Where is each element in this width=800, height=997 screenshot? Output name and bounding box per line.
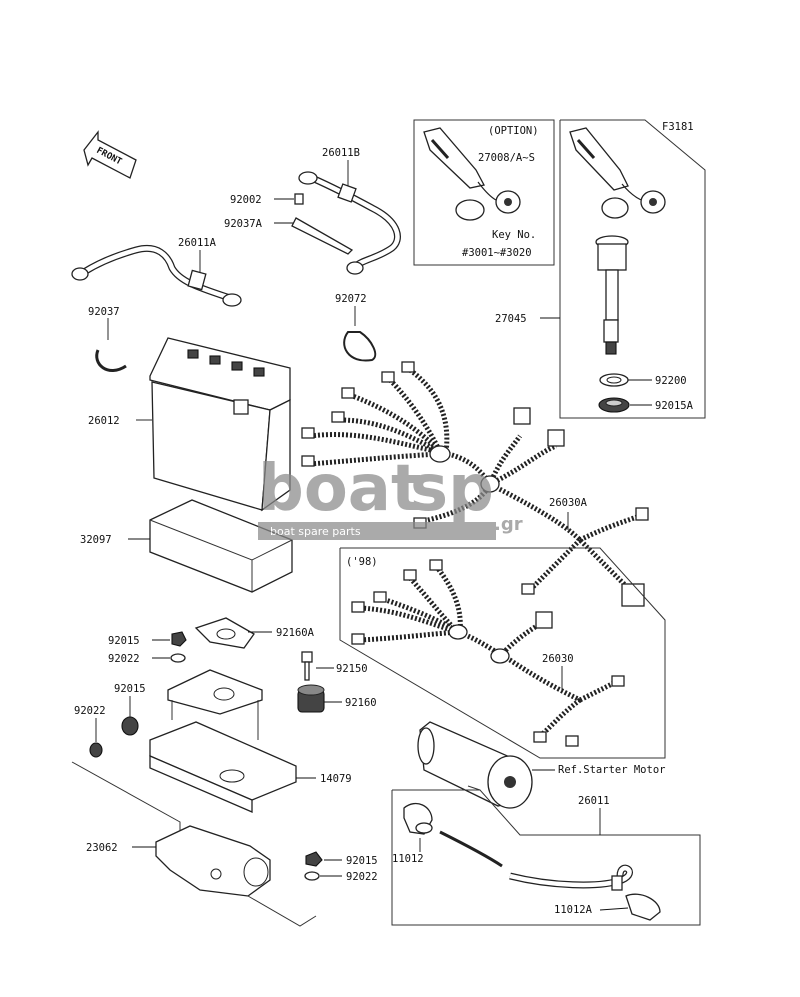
watermark-tagline: boat spare parts [270, 525, 361, 538]
battery-cable-26011A: 26011A [71, 237, 242, 307]
label-92160: 92160 [345, 697, 377, 709]
label-92072: 92072 [335, 293, 367, 305]
wiring-harness-98-box: ('98) 26030 [339, 547, 666, 759]
label-92015a: 92015 [108, 635, 140, 647]
lanyard-key-icon [569, 127, 629, 191]
watermark-domain: .gr [494, 514, 523, 535]
starter-motor-ref: Ref.Starter Motor [417, 721, 665, 809]
label-11012: 11012 [392, 853, 424, 865]
label-26011A: 26011A [178, 237, 217, 249]
option-key-box: (OPTION) 27008/A~S Key No. #3001~#3020 [413, 119, 555, 266]
label-92015b: 92015 [114, 683, 146, 695]
band-92037-icon [95, 349, 127, 373]
label-92037: 92037 [88, 306, 120, 318]
ignition-switch-box: 92200 92015A 27045 [495, 119, 706, 419]
starter-cable-26011-box: 26011 11012 11012A [391, 789, 701, 926]
label-14079: 14079 [320, 773, 352, 785]
battery-bracket-assembly: 92160A 92015 92022 92150 92160 92015 920… [71, 617, 378, 927]
site-watermark: boat sp .gr boat spare parts [258, 452, 523, 540]
label-26030A: 26030A [549, 497, 588, 509]
key-range-label: #3001~#3020 [462, 247, 532, 259]
battery-tray-32097: 32097 [80, 499, 293, 593]
key-cap-icon [455, 199, 485, 221]
label-92015c: 92015 [346, 855, 378, 867]
label-26012: 26012 [88, 415, 120, 427]
label-92160A: 92160A [276, 627, 315, 639]
label-92200: 92200 [655, 375, 687, 387]
option-part-label: 27008/A~S [478, 152, 535, 164]
band-92072-icon [343, 331, 377, 362]
wiring-harness-26030A: 26030A [301, 361, 649, 607]
label-26011: 26011 [578, 795, 610, 807]
figure-code: F3181 [662, 121, 694, 133]
watermark-brand-right: sp [410, 452, 494, 526]
label-23062: 23062 [86, 842, 118, 854]
ref-starter-motor-note: Ref.Starter Motor [558, 764, 665, 776]
label-26030: 26030 [542, 653, 574, 665]
label-92037A: 92037A [224, 218, 263, 230]
label-32097: 32097 [80, 534, 112, 546]
bolt-92150-icon [301, 651, 313, 663]
harness-98-label: ('98) [346, 556, 378, 568]
watermark-brand-left: boat [258, 452, 422, 526]
label-92022a: 92022 [108, 653, 140, 665]
front-direction-arrow: FRONT [83, 130, 137, 179]
label-92150: 92150 [336, 663, 368, 675]
battery-26012: 26012 [88, 337, 291, 512]
option-title: (OPTION) [488, 125, 539, 137]
boot-11012A-icon [625, 893, 661, 921]
key-no-label: Key No. [492, 229, 536, 241]
label-11012A: 11012A [554, 904, 593, 916]
label-27045: 27045 [495, 313, 527, 325]
key-fob-icon [423, 127, 485, 189]
label-92022c: 92022 [346, 871, 378, 883]
label-26011B: 26011B [322, 147, 360, 159]
battery-cable-26011B: 26011B 92002 92037A [224, 147, 401, 275]
label-92015A: 92015A [655, 400, 694, 412]
label-92022b: 92022 [74, 705, 106, 717]
label-92002: 92002 [230, 194, 262, 206]
